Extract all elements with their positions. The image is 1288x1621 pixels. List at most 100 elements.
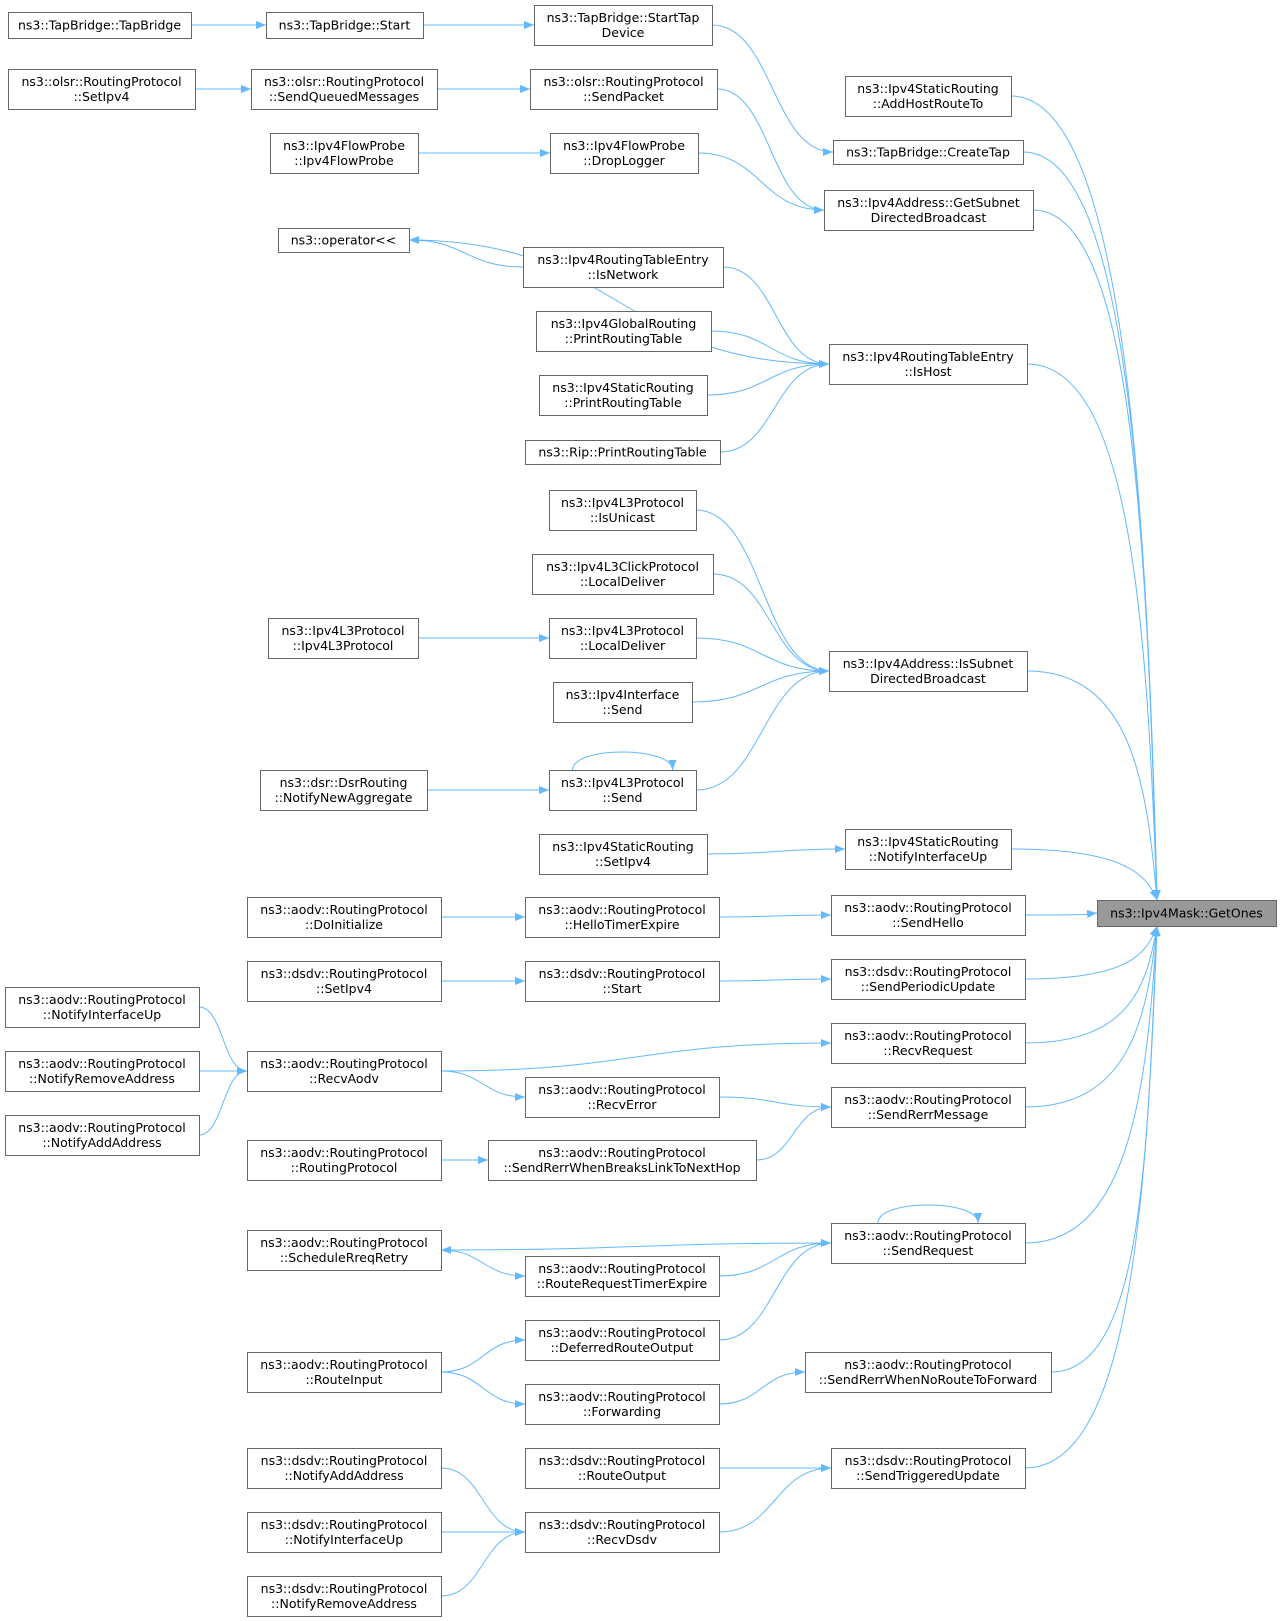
node-label: ::LocalDeliver (580, 638, 666, 653)
node-label: ::NotifyRemoveAddress (29, 1071, 175, 1086)
node-aodv-hellotimer[interactable]: ns3::aodv::RoutingProtocol::HelloTimerEx… (525, 897, 720, 938)
node-box (247, 1140, 442, 1181)
node-rip-print[interactable]: ns3::Rip::PrintRoutingTable (525, 440, 721, 465)
node-aodv-recvaodv[interactable]: ns3::aodv::RoutingProtocol::RecvAodv (247, 1051, 442, 1092)
node-addr-getsubnet[interactable]: ns3::Ipv4Address::GetSubnetDirectedBroad… (824, 190, 1034, 231)
node-label: ::NotifyInterfaceUp (869, 849, 987, 864)
node-box (247, 1512, 442, 1553)
edge-aodv-rerrbreaks-to-aodv-senderr (755, 1103, 832, 1161)
node-dsr-notify[interactable]: ns3::dsr::DsrRouting::NotifyNewAggregate (260, 770, 428, 811)
node-rte-ishost[interactable]: ns3::Ipv4RoutingTableEntry::IsHost (829, 344, 1028, 385)
node-aodv-ctor[interactable]: ns3::aodv::RoutingProtocol::RoutingProto… (247, 1140, 442, 1181)
node-tb-start[interactable]: ns3::TapBridge::Start (266, 12, 424, 39)
node-tb-createtap[interactable]: ns3::TapBridge::CreateTap (833, 140, 1024, 165)
node-aodv-notifyadd[interactable]: ns3::aodv::RoutingProtocol::NotifyAddAdd… (5, 1115, 200, 1156)
node-fp-ctor[interactable]: ns3::Ipv4FlowProbe::Ipv4FlowProbe (270, 133, 419, 174)
node-dsdv-setipv4[interactable]: ns3::dsdv::RoutingProtocol::SetIpv4 (247, 961, 442, 1002)
node-if-send[interactable]: ns3::Ipv4Interface::Send (553, 682, 693, 723)
node-tb-ctor[interactable]: ns3::TapBridge::TapBridge (8, 12, 192, 39)
node-dsdv-notifyup[interactable]: ns3::dsdv::RoutingProtocol::NotifyInterf… (247, 1512, 442, 1553)
node-label: ns3::Ipv4L3Protocol (561, 775, 684, 790)
node-label: ns3::aodv::RoutingProtocol (260, 1145, 428, 1160)
edge-dsdv-recvdsdv-to-dsdv-triggered (718, 1464, 832, 1533)
node-olsr-setipv4[interactable]: ns3::olsr::RoutingProtocol::SetIpv4 (8, 69, 196, 110)
node-dsdv-notifyremove[interactable]: ns3::dsdv::RoutingProtocol::NotifyRemove… (247, 1576, 442, 1617)
node-label: ns3::Ipv4Address::GetSubnet (837, 195, 1020, 210)
node-aodv-rerrnoroute[interactable]: ns3::aodv::RoutingProtocol::SendRerrWhen… (805, 1352, 1052, 1393)
node-box (247, 1352, 442, 1393)
edge-aodv-recverror-to-aodv-senderr (718, 1096, 832, 1111)
node-aodv-recverror[interactable]: ns3::aodv::RoutingProtocol::RecvError (525, 1077, 720, 1118)
node-addr-issubnet[interactable]: ns3::Ipv4Address::IsSubnetDirectedBroadc… (829, 651, 1028, 692)
node-dsdv-start[interactable]: ns3::dsdv::RoutingProtocol::Start (525, 961, 720, 1002)
node-label: ns3::aodv::RoutingProtocol (260, 1357, 428, 1372)
node-op-shift[interactable]: ns3::operator<< (278, 228, 410, 253)
node-label: ns3::Ipv4StaticRouting (552, 380, 693, 395)
node-olsr-sendqueued[interactable]: ns3::olsr::RoutingProtocol::SendQueuedMe… (251, 69, 438, 110)
node-label: ::DeferredRouteOutput (551, 1340, 694, 1355)
edge-isr-notifyup-to-root (1010, 848, 1158, 901)
node-aodv-notifyup[interactable]: ns3::aodv::RoutingProtocol::NotifyInterf… (5, 987, 200, 1028)
node-l3-ctor[interactable]: ns3::Ipv4L3Protocol::Ipv4L3Protocol (268, 618, 419, 659)
node-aodv-deferred[interactable]: ns3::aodv::RoutingProtocol::DeferredRout… (525, 1320, 720, 1361)
edge-l3-isunicast-to-addr-issubnet (695, 509, 830, 675)
node-aodv-notifyremove[interactable]: ns3::aodv::RoutingProtocol::NotifyRemove… (5, 1051, 200, 1092)
node-aodv-recvrequest[interactable]: ns3::aodv::RoutingProtocol::RecvRequest (831, 1023, 1026, 1064)
node-aodv-senderr[interactable]: ns3::aodv::RoutingProtocol::SendRerrMess… (831, 1087, 1026, 1128)
node-igr-print[interactable]: ns3::Ipv4GlobalRouting::PrintRoutingTabl… (536, 311, 712, 352)
edge-rip-print-to-rte-ishost (719, 360, 830, 453)
node-dsdv-triggered[interactable]: ns3::dsdv::RoutingProtocol::SendTriggere… (831, 1448, 1026, 1489)
node-label: ::NotifyAddAddress (284, 1468, 403, 1483)
node-aodv-doinit[interactable]: ns3::aodv::RoutingProtocol::DoInitialize (247, 897, 442, 938)
node-label: ns3::dsdv::RoutingProtocol (261, 1517, 428, 1532)
node-label: ns3::TapBridge::StartTap (547, 10, 700, 25)
node-label: ns3::Ipv4L3Protocol (281, 623, 404, 638)
node-label: Device (602, 25, 645, 40)
node-isr-setipv4[interactable]: ns3::Ipv4StaticRouting::SetIpv4 (539, 834, 708, 875)
node-box (1097, 900, 1277, 927)
node-l3-local[interactable]: ns3::Ipv4L3Protocol::LocalDeliver (549, 618, 697, 659)
node-dsdv-routeoutput[interactable]: ns3::dsdv::RoutingProtocol::RouteOutput (525, 1448, 720, 1489)
node-box (247, 1576, 442, 1617)
node-fp-drop[interactable]: ns3::Ipv4FlowProbe::DropLogger (550, 133, 699, 174)
node-aodv-sendrequest[interactable]: ns3::aodv::RoutingProtocol::SendRequest (831, 1223, 1026, 1264)
node-box (824, 190, 1034, 231)
node-label: ns3::aodv::RoutingProtocol (538, 1082, 706, 1097)
node-isr-addhost[interactable]: ns3::Ipv4StaticRouting::AddHostRouteTo (845, 76, 1012, 117)
node-box (5, 1051, 200, 1092)
node-label: ::RecvRequest (883, 1043, 972, 1058)
node-dsdv-periodic[interactable]: ns3::dsdv::RoutingProtocol::SendPeriodic… (831, 959, 1026, 1000)
node-label: ns3::dsdv::RoutingProtocol (539, 1517, 706, 1532)
node-aodv-schedretry[interactable]: ns3::aodv::RoutingProtocol::ScheduleRreq… (247, 1230, 442, 1271)
node-l3-send[interactable]: ns3::Ipv4L3Protocol::Send (549, 770, 697, 811)
node-root[interactable]: ns3::Ipv4Mask::GetOnes (1097, 900, 1277, 927)
node-l3-isunicast[interactable]: ns3::Ipv4L3Protocol::IsUnicast (549, 490, 697, 531)
node-label: ns3::Ipv4RoutingTableEntry (537, 252, 709, 267)
node-aodv-rreqtimer[interactable]: ns3::aodv::RoutingProtocol::RouteRequest… (525, 1256, 720, 1297)
node-label: ns3::aodv::RoutingProtocol (18, 1120, 186, 1135)
node-label: ns3::dsdv::RoutingProtocol (261, 966, 428, 981)
node-box (549, 770, 697, 811)
edge-isr-print-to-rte-ishost (706, 360, 830, 396)
node-aodv-forwarding[interactable]: ns3::aodv::RoutingProtocol::Forwarding (525, 1384, 720, 1425)
node-l3click-local[interactable]: ns3::Ipv4L3ClickProtocol::LocalDeliver (532, 554, 714, 595)
node-aodv-rerrbreaks[interactable]: ns3::aodv::RoutingProtocol::SendRerrWhen… (488, 1140, 757, 1181)
node-label: ns3::aodv::RoutingProtocol (538, 1145, 706, 1160)
node-olsr-sendpacket[interactable]: ns3::olsr::RoutingProtocol::SendPacket (530, 69, 718, 110)
node-label: ns3::Ipv4Interface (566, 687, 680, 702)
node-label: ::SendPacket (583, 89, 664, 104)
node-isr-notifyup[interactable]: ns3::Ipv4StaticRouting::NotifyInterfaceU… (845, 829, 1012, 870)
edge-dsdv-start-to-dsdv-periodic (718, 975, 832, 984)
node-isr-print[interactable]: ns3::Ipv4StaticRouting::PrintRoutingTabl… (539, 375, 708, 416)
edge-op-shift-to-rte-ishost (408, 239, 830, 368)
node-label: ns3::dsdv::RoutingProtocol (261, 1581, 428, 1596)
node-dsdv-recvdsdv[interactable]: ns3::dsdv::RoutingProtocol::RecvDsdv (525, 1512, 720, 1553)
node-rte-isnetwork[interactable]: ns3::Ipv4RoutingTableEntry::IsNetwork (523, 247, 724, 288)
node-aodv-routeinput[interactable]: ns3::aodv::RoutingProtocol::RouteInput (247, 1352, 442, 1393)
node-dsdv-notifyadd[interactable]: ns3::dsdv::RoutingProtocol::NotifyAddAdd… (247, 1448, 442, 1489)
node-box (247, 1051, 442, 1092)
node-aodv-sendhello[interactable]: ns3::aodv::RoutingProtocol::SendHello (831, 895, 1026, 936)
